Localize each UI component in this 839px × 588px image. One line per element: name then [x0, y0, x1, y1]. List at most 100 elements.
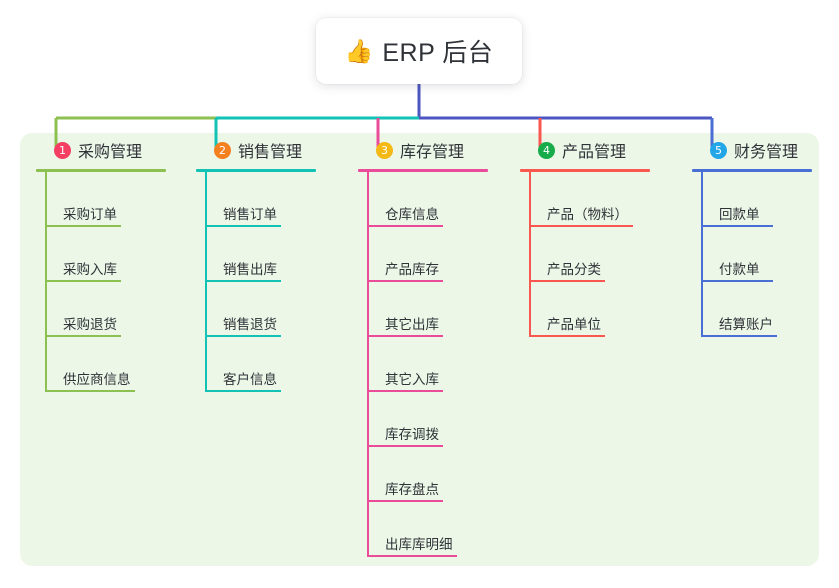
branch-item-label: 其它出库	[385, 317, 439, 332]
branch-index-badge: 5	[710, 141, 727, 159]
branch-item-rule	[45, 335, 121, 337]
branch-item-label: 客户信息	[223, 372, 277, 387]
branch-item-label: 销售订单	[223, 207, 277, 222]
branch-item-rule	[367, 555, 457, 557]
branch-item-rule	[529, 335, 605, 337]
branch-title: 产品管理	[562, 144, 627, 161]
branch-item[interactable]: 采购退货	[36, 282, 182, 337]
branch-item-list: 销售订单销售出库销售退货客户信息	[196, 172, 332, 392]
branch-item[interactable]: 采购入库	[36, 227, 182, 282]
branch-header-2[interactable]: 2 销售管理	[196, 133, 332, 167]
branch-item[interactable]: 产品单位	[520, 282, 666, 337]
branch-item-rule	[701, 335, 777, 337]
branch-item-rule	[205, 335, 281, 337]
branch-item[interactable]: 库存盘点	[358, 447, 504, 502]
branch-item-rule	[367, 335, 443, 337]
branch-item[interactable]: 其它入库	[358, 337, 504, 392]
branch-header-rule	[196, 169, 316, 172]
branch-item-rule	[205, 390, 281, 392]
branch-spine	[367, 172, 369, 557]
thumbs-up-icon: 👍	[344, 37, 374, 64]
branch-header-1[interactable]: 1 采购管理	[36, 133, 182, 167]
branch-index-badge: 1	[54, 141, 71, 159]
branch-item-list: 仓库信息产品库存其它出库其它入库库存调拨库存盘点出库库明细	[358, 172, 504, 557]
branch-column-1: 1 采购管理采购订单采购入库采购退货供应商信息	[36, 133, 182, 392]
branch-item[interactable]: 产品（物料）	[520, 172, 666, 227]
branch-column-2: 2 销售管理销售订单销售出库销售退货客户信息	[196, 133, 332, 392]
branch-item-list: 回款单付款单结算账户	[692, 172, 828, 337]
branch-item-label: 库存盘点	[385, 482, 439, 497]
branch-spine	[701, 172, 703, 337]
branch-item-rule	[529, 225, 633, 227]
branch-item-label: 销售退货	[223, 317, 277, 332]
branch-item-rule	[205, 225, 281, 227]
branch-item[interactable]: 回款单	[692, 172, 828, 227]
branch-item[interactable]: 库存调拨	[358, 392, 504, 447]
branch-item[interactable]: 销售订单	[196, 172, 332, 227]
branch-item-rule	[701, 225, 773, 227]
branch-header-rule	[692, 169, 812, 172]
branch-item-list: 采购订单采购入库采购退货供应商信息	[36, 172, 182, 392]
branch-item-rule	[701, 280, 773, 282]
branch-spine	[205, 172, 207, 392]
root-node-card[interactable]: 👍 ERP 后台	[316, 18, 522, 84]
branch-title: 库存管理	[400, 144, 465, 161]
branch-column-3: 3 库存管理仓库信息产品库存其它出库其它入库库存调拨库存盘点出库库明细	[358, 133, 504, 557]
root-node-title: ERP 后台	[382, 39, 494, 67]
branch-item-rule	[367, 280, 443, 282]
branch-index-badge: 3	[376, 141, 393, 159]
branch-item-label: 采购退货	[63, 317, 117, 332]
branch-item[interactable]: 付款单	[692, 227, 828, 282]
branch-item-label: 回款单	[719, 207, 760, 222]
branch-item[interactable]: 其它出库	[358, 282, 504, 337]
branch-item[interactable]: 销售退货	[196, 282, 332, 337]
branch-item-rule	[367, 445, 443, 447]
branch-index-badge: 2	[214, 141, 231, 159]
branch-item[interactable]: 产品库存	[358, 227, 504, 282]
branch-item-label: 产品（物料）	[547, 207, 628, 222]
branch-header-3[interactable]: 3 库存管理	[358, 133, 504, 167]
branch-item-rule	[45, 390, 135, 392]
branch-title: 销售管理	[238, 144, 303, 161]
branch-item[interactable]: 客户信息	[196, 337, 332, 392]
branch-item[interactable]: 销售出库	[196, 227, 332, 282]
branch-item-label: 产品单位	[547, 317, 601, 332]
branch-header-rule	[358, 169, 488, 172]
branch-item[interactable]: 产品分类	[520, 227, 666, 282]
branch-item-label: 供应商信息	[63, 372, 131, 387]
branch-item-rule	[205, 280, 281, 282]
branch-item-rule	[45, 225, 121, 227]
branch-item[interactable]: 出库库明细	[358, 502, 504, 557]
branch-item-label: 产品分类	[547, 262, 601, 277]
branch-item-label: 销售出库	[223, 262, 277, 277]
branch-header-rule	[36, 169, 166, 172]
branch-title: 采购管理	[78, 144, 143, 161]
branch-item-label: 其它入库	[385, 372, 439, 387]
branch-item-label: 付款单	[719, 262, 760, 277]
branch-item-label: 出库库明细	[385, 537, 453, 552]
branch-item-label: 仓库信息	[385, 207, 439, 222]
branch-item-label: 库存调拨	[385, 427, 439, 442]
branch-item[interactable]: 仓库信息	[358, 172, 504, 227]
branch-item-label: 采购入库	[63, 262, 117, 277]
branches-panel	[20, 133, 819, 566]
branch-item[interactable]: 结算账户	[692, 282, 828, 337]
branch-header-rule	[520, 169, 650, 172]
branch-item-label: 采购订单	[63, 207, 117, 222]
branch-item-rule	[367, 500, 443, 502]
branch-item-rule	[45, 280, 121, 282]
branch-item[interactable]: 采购订单	[36, 172, 182, 227]
branch-spine	[45, 172, 47, 392]
branch-item-rule	[529, 280, 605, 282]
branch-item-rule	[367, 225, 443, 227]
branch-item-list: 产品（物料） 产品分类产品单位	[520, 172, 666, 337]
branch-columns: 1 采购管理采购订单采购入库采购退货供应商信息 2 销售管理销售订单销售出库销售退货客…	[20, 133, 819, 566]
branch-item[interactable]: 供应商信息	[36, 337, 182, 392]
branch-item-rule	[367, 390, 443, 392]
branch-item-label: 产品库存	[385, 262, 439, 277]
